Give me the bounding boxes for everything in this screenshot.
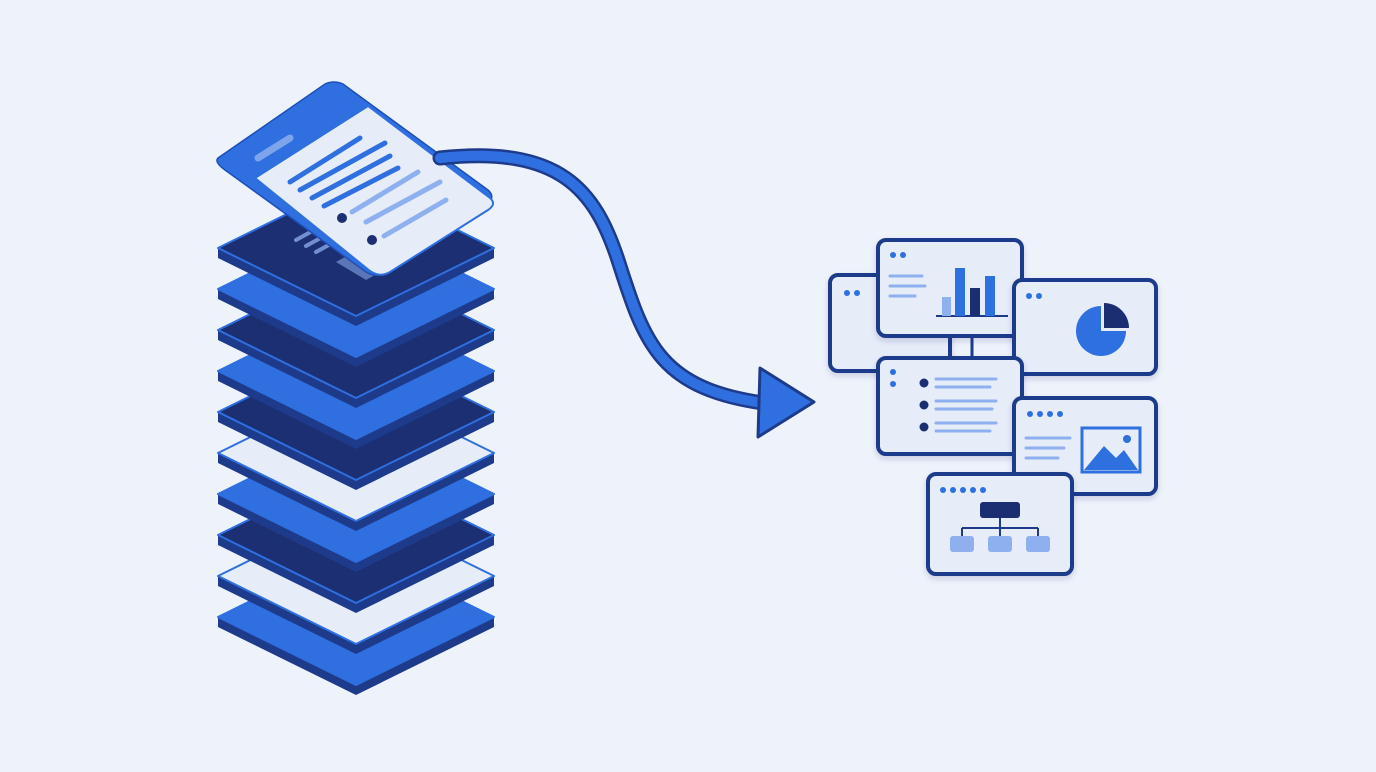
document-stack-icon (216, 81, 495, 695)
curved-arrow-icon (432, 148, 816, 439)
panel-cluster (828, 238, 1158, 576)
pie-chart-window-icon (1012, 278, 1158, 376)
image-window-icon (1012, 396, 1158, 496)
list-window-icon (876, 356, 1024, 456)
document-sheet-icon (216, 81, 494, 276)
bar-chart-window-icon (876, 238, 1024, 338)
hierarchy-window-icon (926, 472, 1074, 576)
